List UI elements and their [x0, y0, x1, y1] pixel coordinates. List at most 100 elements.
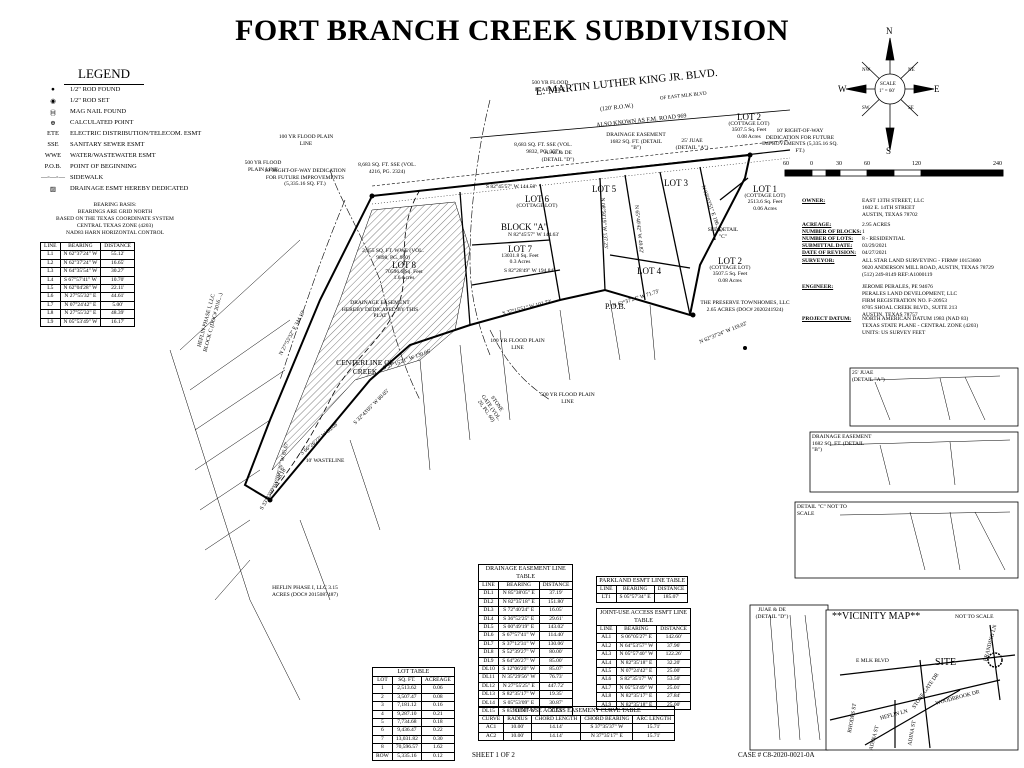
- table-cell: DL3: [478, 606, 499, 616]
- table-cell: DL11: [478, 673, 499, 683]
- compass-nw: NW: [862, 68, 871, 73]
- table-cell: N 37°35'17" E: [580, 731, 634, 742]
- subdivision-boundary: [243, 153, 752, 502]
- table-cell: L2: [40, 258, 61, 269]
- legend-symbol: ◉: [50, 97, 56, 105]
- table-header-cell: SQ. FT.: [391, 675, 422, 686]
- sheet-number: SHEET 1 OF 2: [472, 751, 515, 759]
- table-cell: 143.02': [538, 622, 574, 633]
- pob-label: P.O.B.: [605, 302, 626, 311]
- flood-plain-label: 500 YR FLOOD PLAIN LINE: [531, 80, 569, 93]
- table-cell: 0.18: [420, 717, 455, 728]
- table-cell: AL3: [596, 650, 617, 660]
- project-info-line: (512) 249-8149 REF:A1000119: [862, 272, 933, 278]
- table-cell: 10.00': [503, 731, 532, 742]
- table-cell: 5,335.16: [391, 751, 422, 761]
- bearing-label: N 82°45'57" W 144.63': [508, 232, 560, 238]
- legend-symbol: Ⓜ: [49, 109, 57, 117]
- project-info-value: 8 - RESIDENTIAL: [862, 236, 905, 243]
- table-cell: DL4: [478, 614, 499, 624]
- table-cell: 19.35': [538, 690, 574, 700]
- table-cell: L4: [40, 275, 61, 285]
- project-info-line: AUSTIN, TEXAS 78757: [862, 312, 918, 318]
- table-cell: 185.07': [653, 593, 689, 603]
- table-cell: AL7: [596, 683, 617, 694]
- table-header-cell: RADIUS: [503, 714, 532, 725]
- legend-title: LEGEND: [64, 66, 144, 85]
- project-info-value: 1: [862, 229, 865, 236]
- table-cell: 76.73': [538, 673, 574, 683]
- table-cell: 114.40': [538, 631, 574, 641]
- lot-4-label: LOT 4: [637, 266, 662, 276]
- project-info-row: NUMBER OF BLOCKS:1: [802, 229, 865, 236]
- project-info-key: NUMBER OF BLOCKS:: [802, 229, 862, 235]
- wasteline-label: 10' WASTELINE: [305, 458, 345, 464]
- table-header-cell: BEARING: [615, 584, 655, 595]
- adjacent-owner-heflin: HEFLIN PHASE I, LLC 3.15 ACRES (DOC# 201…: [271, 585, 338, 598]
- table-cell: 0.30: [420, 734, 455, 745]
- table-cell: 9,436.47: [391, 726, 422, 736]
- legend-item: ▨DRAINAGE ESMT HEREBY DEDICATED: [40, 183, 188, 194]
- table-cell: S 52°39'27" W: [497, 648, 540, 658]
- detail-c-label: DETAIL "C" NOT TO SCALE: [797, 504, 847, 517]
- table-header-cell: LINE: [40, 241, 61, 252]
- project-info-line: FIRM REGISTRATION NO. F-20953: [862, 298, 947, 304]
- creek-centerline: [269, 189, 421, 496]
- project-info-line: JEROME PERALES, PE 94676: [862, 284, 933, 290]
- legend-item: —◦—◦—SIDEWALK: [40, 172, 103, 183]
- project-info-key: SURVEYOR:: [802, 258, 835, 264]
- vicinity-site: SITE: [935, 657, 957, 668]
- flood-plain-label: 100 YR FLOOD PLAIN LINE: [490, 338, 545, 351]
- table-cell: N 27°55'32" E: [59, 309, 102, 319]
- table-cell: 10.70': [100, 275, 136, 285]
- table-header-cell: BEARING: [497, 580, 540, 591]
- table-cell: 55.12': [100, 250, 136, 260]
- project-info-key: OWNER:: [802, 198, 826, 204]
- lot-3-label: LOT 3: [663, 178, 689, 188]
- drainage-dedicated-label: DRAINAGE EASEMENT HEREBY DEDICATED BY TH…: [341, 300, 419, 319]
- table-cell: 30.27': [100, 267, 136, 277]
- table-cell: 5.00': [100, 300, 136, 311]
- pob-point: [690, 312, 696, 318]
- project-info-row: ACREAGE:2.95 ACRES: [802, 222, 890, 229]
- table-cell: 3: [372, 701, 393, 711]
- legend-symbol: WWE: [44, 152, 62, 159]
- table-cell: 6: [372, 726, 393, 736]
- lot-lines: [459, 166, 749, 326]
- detail-boxes: [749, 367, 1019, 751]
- table-cell: S 12°06'20" W: [497, 664, 540, 675]
- vicinity-not-to-scale: NOT TO SCALE: [955, 614, 994, 620]
- table-cell: N 05°53'49" W: [59, 317, 102, 327]
- bearing-label: S 82°28'49" W 194.84': [504, 268, 555, 274]
- table-cell: 0.08: [420, 692, 455, 703]
- legend-label: CALCULATED POINT: [70, 119, 134, 126]
- table-cell: 7,181.12: [391, 701, 422, 711]
- project-info-value: NORTH AMERICAN DATUM 1983 (NAD 83)TEXAS …: [862, 316, 978, 337]
- table-cell: 0.16: [420, 701, 455, 711]
- table-cell: 44.61': [100, 292, 136, 302]
- adjacent-owner-preserve: THE PRESERVE TOWNHOMES, LLC 2.65 ACRES (…: [700, 300, 790, 313]
- project-info-value: 04/27/2021: [862, 250, 887, 257]
